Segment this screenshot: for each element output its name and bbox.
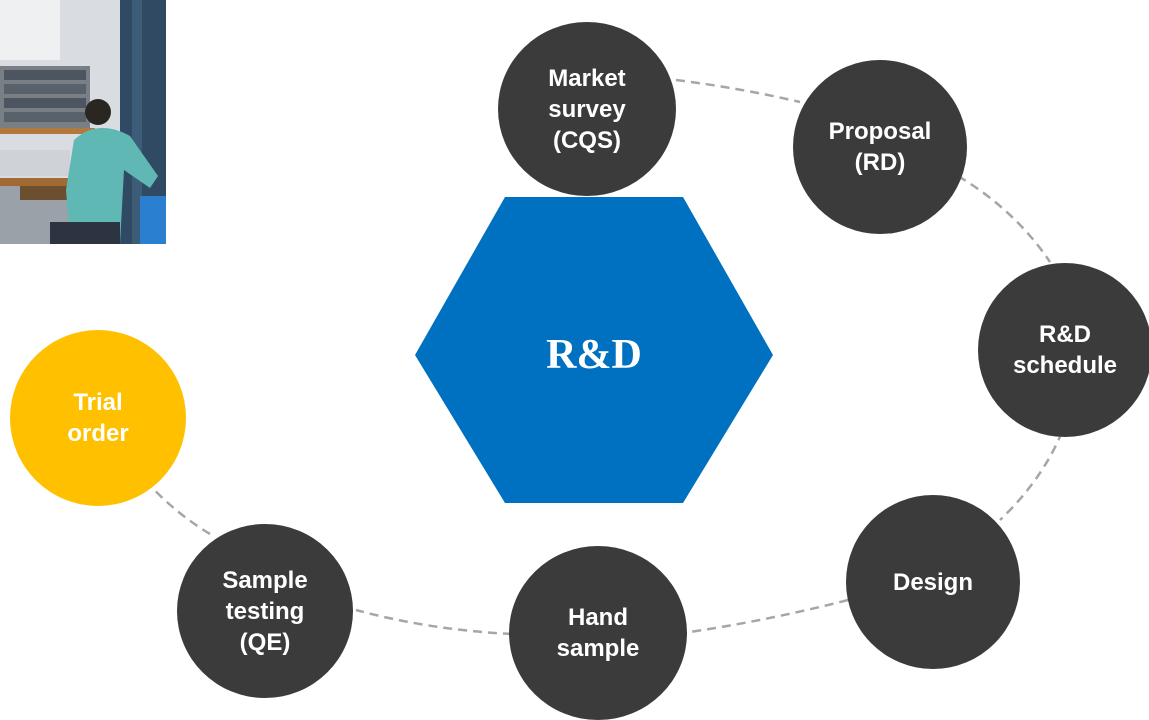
node-rd-schedule-line-2: schedule — [1012, 352, 1118, 379]
node-trial-order-line-1: Trial — [73, 389, 123, 416]
node-market-survey: Market survey (CQS) — [498, 22, 676, 196]
center-hexagon — [415, 197, 773, 503]
node-sample-testing-line-2: testing — [225, 597, 305, 625]
node-hand-sample-line-1: Hand — [568, 604, 628, 631]
node-hand-sample: Hand sample — [509, 546, 687, 720]
node-hand-sample-line-2: sample — [556, 635, 640, 662]
connector-hand-testing — [355, 608, 513, 636]
connector-testing-trial — [137, 471, 211, 536]
node-design: Design — [846, 495, 1020, 669]
node-trial-order: Trial order — [10, 330, 186, 506]
node-sample-testing-line-3: (QE) — [239, 628, 291, 656]
node-rd-schedule-line-1: R&D — [1038, 321, 1091, 348]
connector-schedule-design — [999, 431, 1064, 521]
node-market-survey-line-3: (CQS) — [552, 126, 621, 154]
connector-design-hand — [689, 598, 849, 634]
node-proposal-line-2: (RD) — [854, 149, 906, 176]
connector-proposal-schedule — [957, 174, 1052, 263]
center-label: R&D — [546, 332, 642, 378]
workshop-photo — [0, 0, 166, 244]
node-market-survey-line-1: Market — [548, 64, 626, 92]
node-rd-schedule: R&D schedule — [978, 263, 1149, 437]
node-sample-testing: Sample testing (QE) — [177, 524, 353, 698]
node-sample-testing-line-1: Sample — [222, 566, 308, 594]
node-proposal: Proposal (RD) — [793, 60, 967, 234]
node-market-survey-line-2: survey — [548, 95, 626, 123]
node-proposal-line-1: Proposal — [828, 118, 932, 145]
connector-market-proposal — [675, 78, 801, 104]
node-trial-order-line-2: order — [67, 420, 129, 447]
node-design-line-1: Design — [892, 568, 973, 596]
